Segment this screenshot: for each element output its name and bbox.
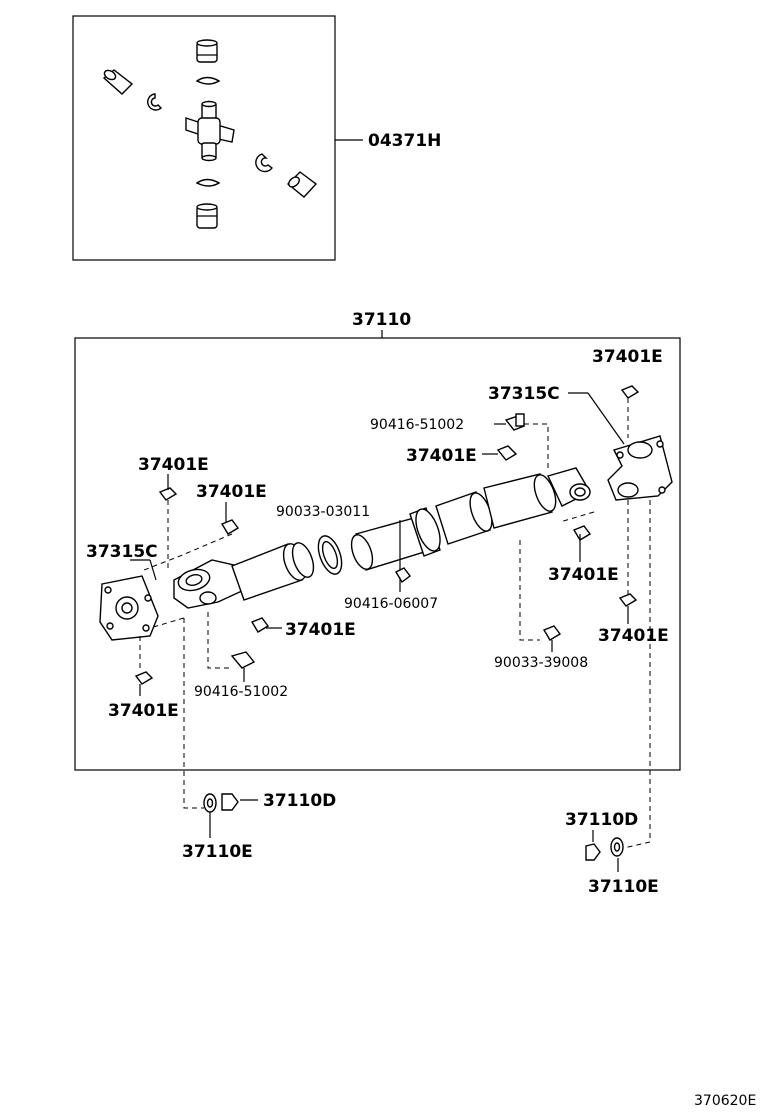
washer-top-right xyxy=(620,385,640,399)
label-37401e-center: 37401E xyxy=(406,446,477,466)
label-90033-03011: 90033-03011 xyxy=(276,504,370,520)
label-90416-06007: 90416-06007 xyxy=(344,596,438,612)
bearing-cap-left xyxy=(102,69,134,95)
center-ring xyxy=(317,535,343,575)
spider-kit-illustration xyxy=(102,39,318,229)
label-37401e-left-mid: 37401E xyxy=(196,482,267,502)
label-90416-51002-top: 90416-51002 xyxy=(370,417,464,433)
washer-left-mid xyxy=(220,519,240,535)
label-37110: 37110 xyxy=(352,310,411,330)
nut-left-e xyxy=(203,793,217,813)
label-37110e-right: 37110E xyxy=(588,877,659,897)
label-37110d-left: 37110D xyxy=(263,791,336,811)
flange-yoke-left xyxy=(99,575,159,641)
label-37401e-bottom-left: 37401E xyxy=(108,701,179,721)
flange-yoke-right xyxy=(607,435,673,501)
label-37110d-right: 37110D xyxy=(565,810,638,830)
snap-ring-top xyxy=(195,76,221,85)
label-37401e-left-low: 37401E xyxy=(285,620,356,640)
washer-left-top xyxy=(158,487,178,501)
label-90033-39008: 90033-39008 xyxy=(494,655,588,671)
snap-ring-bottom xyxy=(195,178,221,187)
label-37401e-left-top: 37401E xyxy=(138,455,209,475)
label-90416-51002-low: 90416-51002 xyxy=(194,684,288,700)
guide-lines xyxy=(139,398,629,672)
label-37401e-right-low: 37401E xyxy=(598,626,669,646)
grease-fitting-mid xyxy=(395,567,411,584)
washer-right-mid xyxy=(572,525,592,541)
label-04371h: 04371H xyxy=(368,131,441,151)
snap-ring-left xyxy=(147,93,163,111)
bearing-cap-right xyxy=(286,171,318,198)
washer-bottom-left xyxy=(134,671,154,685)
shaft-tube-right xyxy=(483,473,557,529)
nut-left-d xyxy=(221,793,239,811)
label-37401e-right-mid: 37401E xyxy=(548,565,619,585)
diagram-code: 370620E xyxy=(694,1093,756,1109)
label-37110e-left: 37110E xyxy=(182,842,253,862)
label-37401e-top-right: 37401E xyxy=(592,347,663,367)
washer-center xyxy=(496,445,518,461)
washer-right-low xyxy=(618,593,638,607)
bearing-cap-top xyxy=(196,39,218,63)
slip-yoke-left xyxy=(173,559,245,609)
shaft-tube-left xyxy=(231,542,315,601)
label-37315c-left: 37315C xyxy=(86,542,158,562)
grease-fitting-low xyxy=(230,651,256,669)
leader-lines xyxy=(130,392,629,696)
bolt-right xyxy=(542,625,562,641)
nut-right-d xyxy=(585,843,601,861)
kit-frame xyxy=(72,15,336,261)
propeller-shaft xyxy=(99,435,673,641)
grease-fitting-top xyxy=(504,413,526,431)
spider-cross xyxy=(185,100,235,162)
nut-right-e xyxy=(610,837,624,857)
yoke-right xyxy=(547,467,591,507)
bearing-cap-bottom xyxy=(196,203,218,229)
shaft-tube-middle xyxy=(350,491,493,571)
label-37315c-right: 37315C xyxy=(488,384,560,404)
assembly-frame xyxy=(74,337,681,771)
snap-ring-right xyxy=(255,153,273,173)
washer-left-low xyxy=(250,617,270,633)
